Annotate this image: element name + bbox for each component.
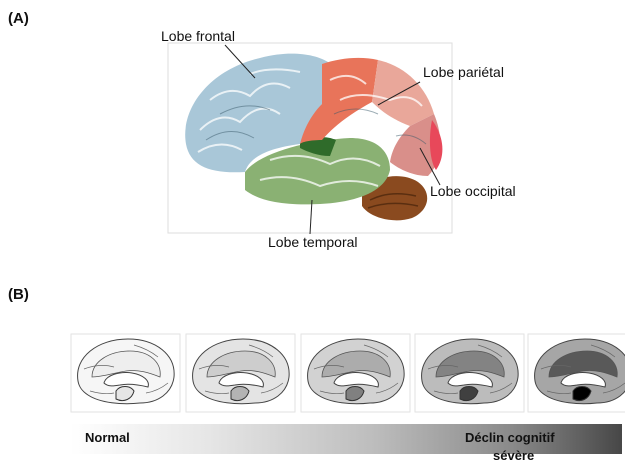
label-frontal-lobe: Lobe frontal [161, 28, 235, 44]
medial-brain-stage-3 [300, 333, 411, 413]
panel-b-label: (B) [8, 286, 29, 303]
label-parietal-lobe: Lobe pariétal [423, 64, 504, 80]
panel-a-label: (A) [8, 10, 29, 27]
brain-lateral-view [150, 40, 470, 240]
scale-left-label: Normal [85, 430, 130, 445]
medial-brain-stage-1 [70, 333, 181, 413]
label-occipital-lobe: Lobe occipital [430, 183, 516, 199]
scale-right-label-line1: Déclin cognitif [465, 430, 555, 445]
label-temporal-lobe: Lobe temporal [268, 234, 358, 250]
medial-brain-stage-2 [185, 333, 296, 413]
scale-right-label-line2: sévère [493, 448, 534, 463]
medial-brain-stage-5 [527, 333, 625, 413]
medial-brain-stage-4 [414, 333, 525, 413]
